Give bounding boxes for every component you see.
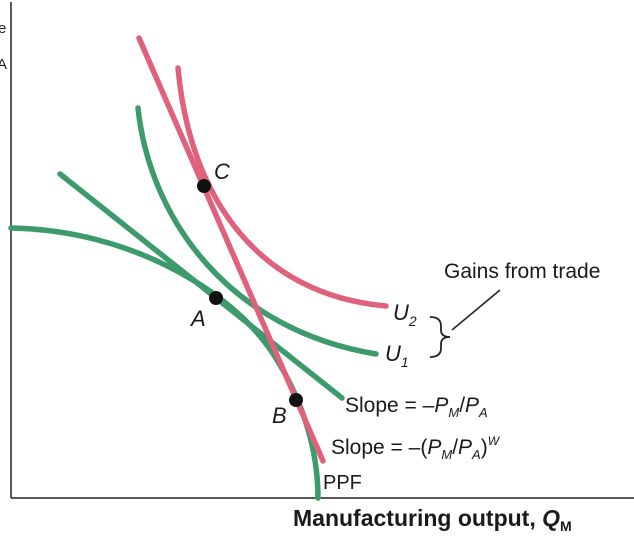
slope-world-prefix: Slope = –( [331, 436, 428, 459]
ppf-label: PPF [323, 472, 362, 494]
slope-world-label: Slope = –(PM/PA)W [331, 434, 499, 462]
slope-domestic-pm-sub: M [448, 405, 460, 420]
slope-domestic-pa-sub: A [479, 405, 488, 420]
u1-indifference-curve [135, 105, 379, 357]
slope-world-pm: P [427, 436, 442, 459]
slope-world-pa: P [458, 436, 473, 459]
slope-domestic-slash: / [459, 394, 466, 417]
gains-pointer-line [451, 289, 501, 331]
x-axis-var-sub: M [560, 518, 572, 534]
x-axis-title: Manufacturing output, QM [293, 505, 572, 534]
slope-world-pm-sub: M [441, 447, 453, 462]
gains-brace [429, 316, 451, 358]
world-price-line [136, 35, 326, 464]
u2-label: U2 [393, 300, 417, 329]
x-axis-title-text: Manufacturing output, [293, 505, 543, 531]
slope-domestic-label: Slope = –PM/PA [345, 394, 488, 420]
u1-letter: U [385, 341, 401, 366]
slope-domestic-pa: P [465, 394, 480, 417]
u2-letter: U [393, 300, 409, 325]
point-b-dot [289, 393, 303, 407]
domestic-price-line [57, 171, 345, 401]
u2-indifference-curve [175, 65, 389, 309]
y-axis-edge-text-1: e [0, 20, 7, 37]
u2-subscript: 2 [408, 313, 417, 329]
x-axis-var: Q [542, 505, 561, 531]
point-c-label: C [214, 159, 230, 184]
slope-world-pa-sub: A [472, 447, 481, 462]
slope-domestic-prefix: Slope = – [345, 394, 435, 417]
point-c-dot [197, 179, 211, 193]
gains-from-trade-label: Gains from trade [444, 260, 601, 283]
ppf-curve [8, 225, 321, 501]
u1-subscript: 1 [400, 354, 409, 370]
point-a-label: A [191, 306, 206, 331]
point-a-dot [209, 291, 223, 305]
u1-label: U1 [385, 341, 409, 370]
slope-domestic-pm: P [434, 394, 449, 417]
y-axis-edge-text-2: A [0, 56, 8, 73]
slope-world-close: ) [480, 436, 488, 459]
point-b-label: B [272, 403, 287, 428]
slope-world-slash: / [452, 436, 459, 459]
slope-world-sup: W [487, 434, 500, 448]
